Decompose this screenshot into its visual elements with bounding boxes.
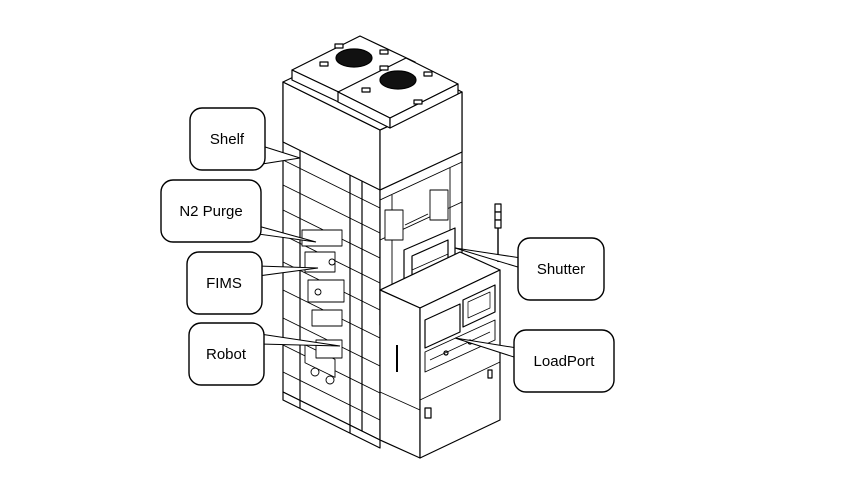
callout-robot: Robot bbox=[188, 322, 341, 386]
callout-shutter: Shutter bbox=[454, 237, 605, 301]
callout-fims: FIMS bbox=[186, 251, 319, 315]
fan-filter-unit-front bbox=[338, 58, 458, 128]
callout-loadport-label: LoadPort bbox=[534, 353, 596, 370]
callout-shelf-label: Shelf bbox=[210, 131, 245, 148]
callout-n2-purge: N2 Purge bbox=[160, 179, 317, 243]
internal-shelves bbox=[283, 160, 380, 420]
callout-shutter-label: Shutter bbox=[537, 261, 585, 278]
signal-tower bbox=[495, 204, 501, 262]
callout-fims-label: FIMS bbox=[206, 275, 242, 292]
callout-robot-label: Robot bbox=[206, 346, 247, 363]
callout-loadport: LoadPort bbox=[454, 329, 615, 393]
stocker-cabinet-drawing bbox=[283, 36, 501, 458]
loadport-module bbox=[380, 252, 500, 458]
callout-shelf: Shelf bbox=[189, 107, 301, 171]
callout-n2-purge-label: N2 Purge bbox=[179, 203, 242, 220]
